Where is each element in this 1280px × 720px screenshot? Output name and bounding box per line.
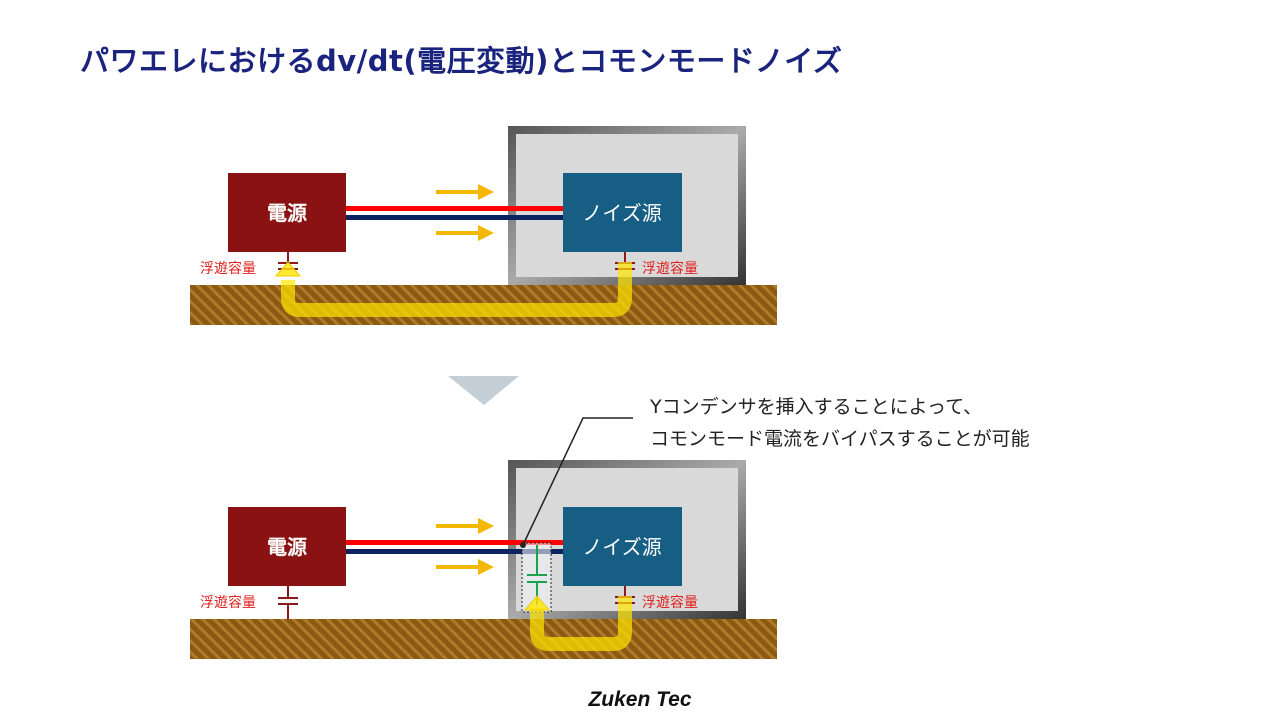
diagram-before <box>190 126 777 325</box>
page-title: パワエレにおけるdv/dt(電圧変動)とコモンモードノイズ <box>80 44 843 78</box>
stray-label: 浮遊容量 <box>642 594 698 611</box>
noise-label: ノイズ源 <box>582 201 661 225</box>
ground <box>190 619 777 659</box>
power-wire-red <box>346 206 563 211</box>
callout-line <box>522 417 633 546</box>
noise-label: ノイズ源 <box>582 535 661 559</box>
bypass-current-path <box>530 596 632 651</box>
stray-label: 浮遊容量 <box>200 260 256 277</box>
down-arrow-icon <box>448 376 519 405</box>
callout-text-line2: コモンモード電流をバイパスすることが可能 <box>650 428 1030 450</box>
common-mode-current-path <box>281 262 632 317</box>
diagram-after <box>190 417 777 659</box>
power-label: 電源 <box>267 201 307 225</box>
power-wire-navy <box>346 215 563 220</box>
noise-box <box>563 507 682 586</box>
noise-box <box>563 173 682 252</box>
stray-label: 浮遊容量 <box>642 260 698 277</box>
power-label: 電源 <box>267 535 307 559</box>
footer-logo: Zuken Tec <box>588 688 692 711</box>
stray-label: 浮遊容量 <box>200 594 256 611</box>
callout-text-line1: Yコンデンサを挿入することによって、 <box>650 396 983 418</box>
power-box <box>228 507 346 586</box>
power-box <box>228 173 346 252</box>
